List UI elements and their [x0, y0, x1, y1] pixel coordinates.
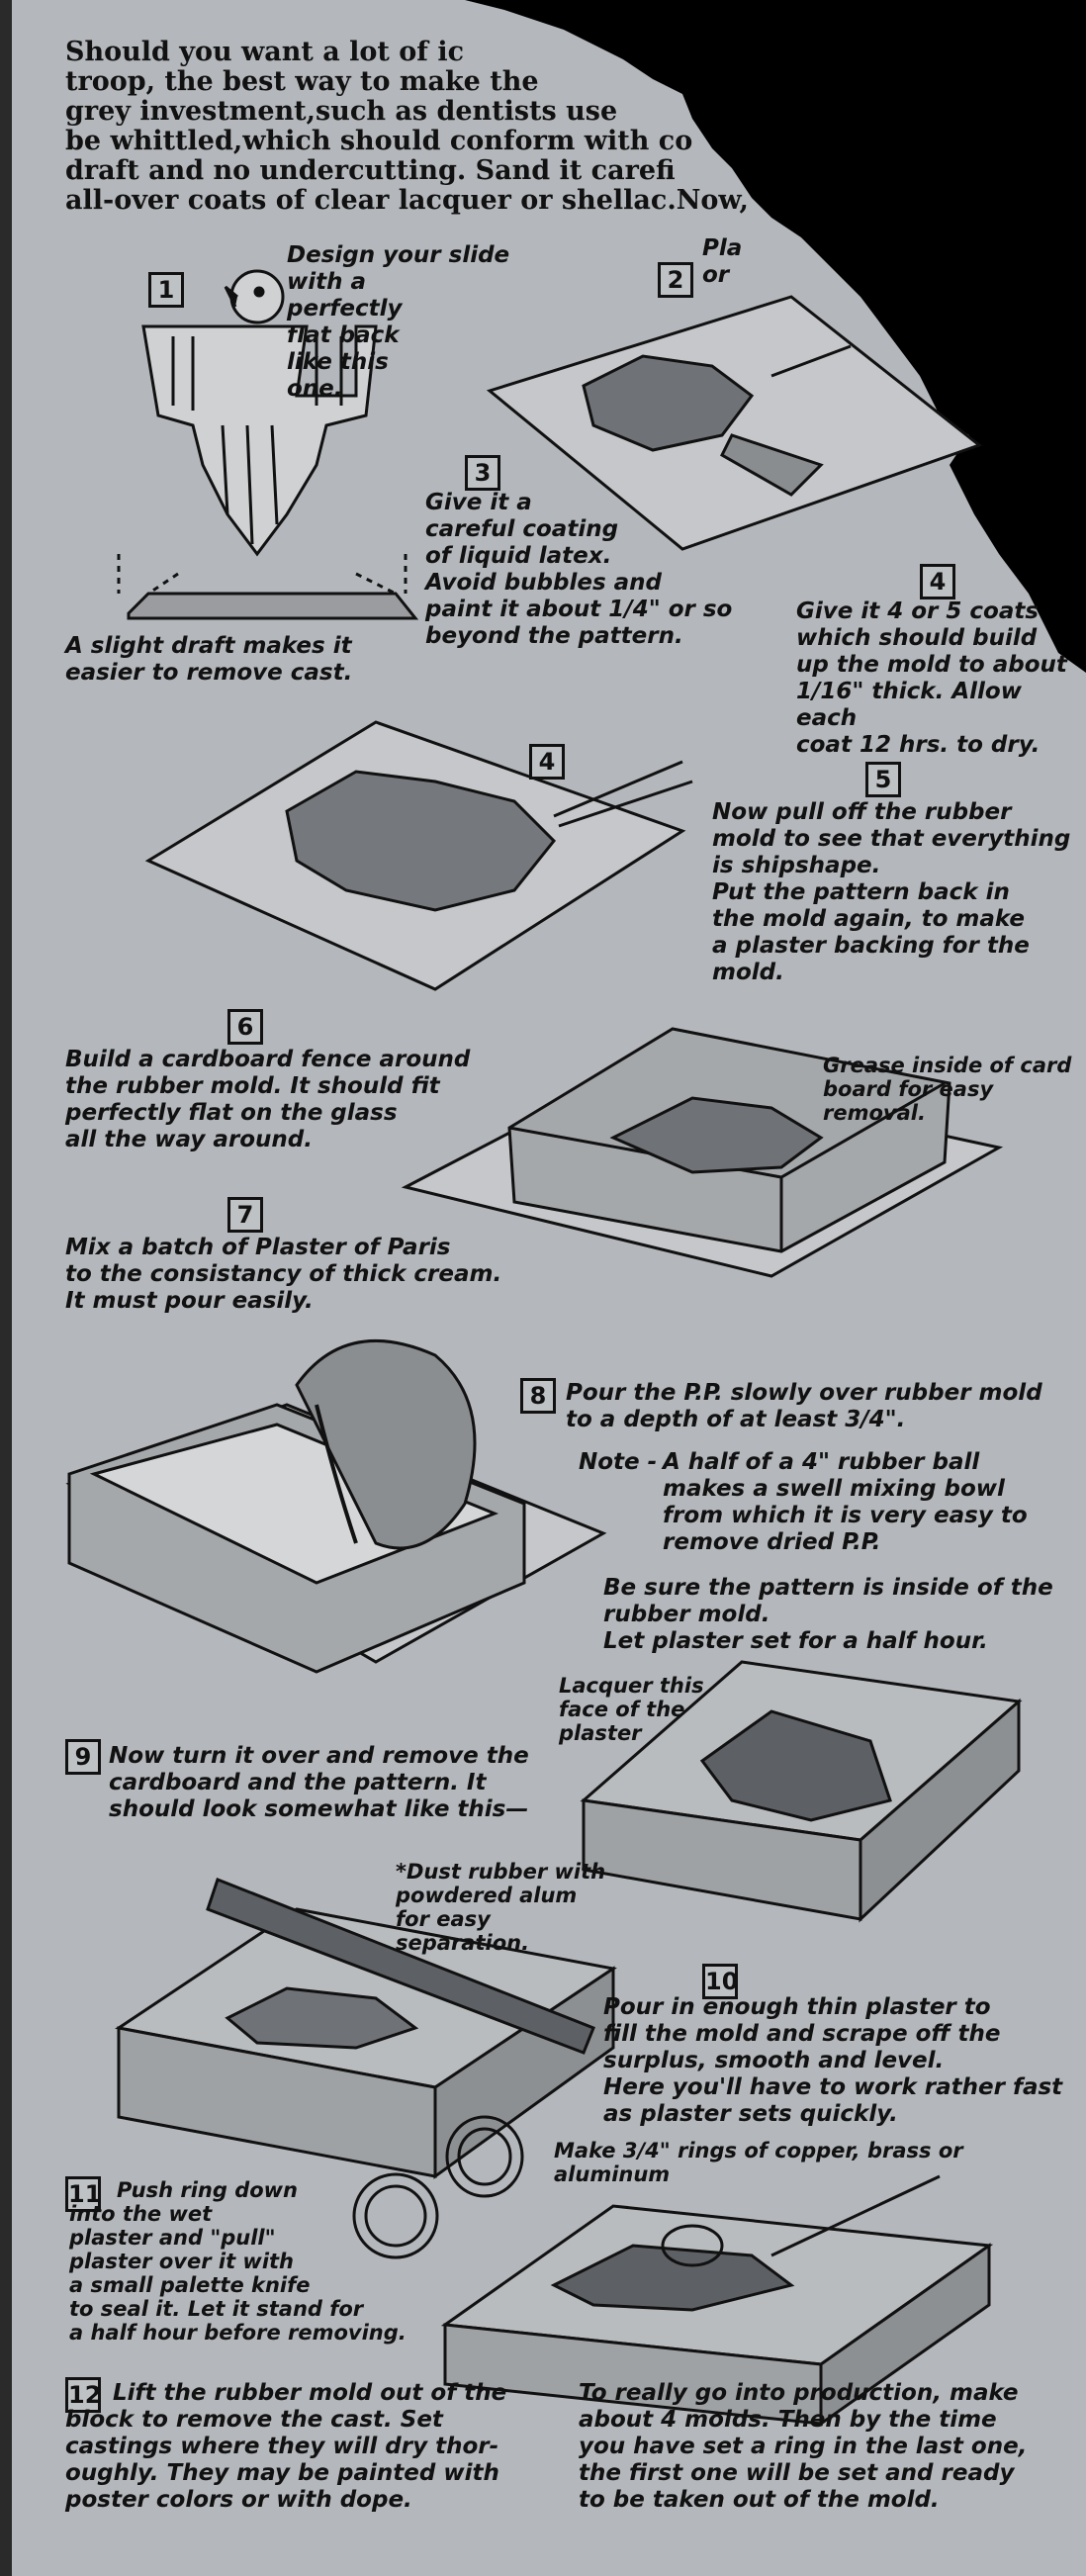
thunderbird-slide-drawing	[141, 269, 378, 557]
step-3-number: 3	[465, 455, 500, 491]
step-10-text: Pour in enough thin plaster to fill the …	[603, 1994, 1063, 2127]
step-9-number: 9	[65, 1739, 101, 1775]
step-8-text: Pour the P.P. slowly over rubber mold to…	[566, 1380, 1042, 1432]
left-edge	[0, 0, 12, 2576]
dust-note: *Dust rubber with powdered alum for easy…	[396, 1860, 606, 1955]
draft-profile-drawing	[117, 554, 419, 620]
step-1-number: 1	[148, 272, 184, 308]
pattern-note: Be sure the pattern is inside of the rub…	[603, 1575, 1053, 1654]
step-2-number: 2	[658, 262, 693, 298]
step-1-text: Design your slide with a perfectly flat …	[287, 242, 510, 402]
step-6-number: 6	[227, 1009, 263, 1045]
step-4a-number: 4	[920, 564, 955, 599]
step-7-number: 7	[227, 1197, 263, 1233]
brush-coat-drawing	[144, 720, 693, 991]
step-3-text: Give it a careful coating of liquid late…	[425, 490, 733, 649]
grease-note: Grease inside of card board for easy rem…	[823, 1054, 1072, 1125]
draft-note: A slight draft makes it easier to remove…	[65, 633, 353, 686]
step-12-text: Lift the rubber mold out of the block to…	[65, 2380, 507, 2513]
step-6-text: Build a cardboard fence around the rubbe…	[65, 1047, 471, 1152]
step-11-text: Push ring down into the wet plaster and …	[69, 2178, 407, 2345]
torn-corner	[465, 0, 1086, 673]
lacquer-note: Lacquer this face of the plaster	[559, 1674, 704, 1745]
step-4b-number: 4	[529, 744, 565, 780]
step-7-text: Mix a batch of Plaster of Paris to the c…	[65, 1235, 502, 1314]
pouring-plaster-drawing	[65, 1338, 607, 1674]
cardboard-fence-drawing	[401, 1027, 1004, 1278]
step-8-number: 8	[520, 1378, 556, 1414]
rings-note: Make 3/4" rings of copper, brass or alum…	[554, 2139, 963, 2186]
note-label: Note -	[579, 1449, 658, 1475]
production-note: To really go into production, make about…	[579, 2380, 1028, 2513]
step-5-number: 5	[865, 762, 901, 797]
latex-coating-drawing	[486, 295, 983, 551]
rings-drawing	[352, 2115, 524, 2259]
step-11-number: 11	[65, 2176, 101, 2212]
step-5-text: Now pull off the rubber mold to see that…	[712, 799, 1071, 985]
plaster-mold-drawing	[580, 1660, 1023, 1923]
note-text: A half of a 4" rubber ball makes a swell…	[663, 1449, 1028, 1555]
step-9-text: Now turn it over and remove the cardboar…	[109, 1743, 529, 1822]
intro-paragraph: Should you want a lot of ic troop, the b…	[65, 37, 749, 216]
scraping-plaster-drawing	[115, 1878, 617, 2179]
step-12-number: 12	[65, 2377, 101, 2413]
step-4a-text: Give it 4 or 5 coats which should build …	[796, 598, 1067, 758]
step-2-text: Pla or	[702, 235, 743, 288]
ring-setting-drawing	[440, 2174, 994, 2427]
step-10-number: 10	[702, 1964, 738, 1999]
